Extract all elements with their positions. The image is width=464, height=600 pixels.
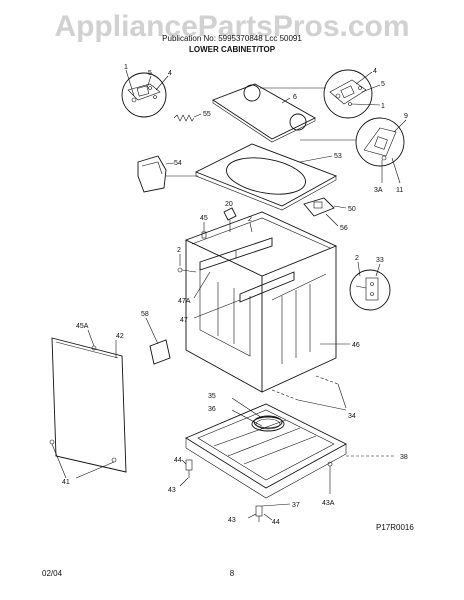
spring-part xyxy=(173,113,202,122)
callout-9: 9 xyxy=(404,113,408,120)
cabinet-body xyxy=(184,207,338,393)
figure-code: P17R0016 xyxy=(376,523,414,532)
label-58 xyxy=(145,317,171,365)
callout-45a: 45A xyxy=(76,323,89,330)
screws-41 xyxy=(49,439,117,479)
callout-4-right: 4 xyxy=(373,68,377,75)
callout-45: 45 xyxy=(200,215,208,222)
callout-50: 50 xyxy=(348,206,356,213)
callout-53: 53 xyxy=(334,153,342,160)
callout-42: 42 xyxy=(116,333,124,340)
switch-bracket xyxy=(303,197,347,227)
callout-54: 54 xyxy=(174,160,182,167)
callout-37: 37 xyxy=(292,502,300,509)
callout-55: 55 xyxy=(203,111,211,118)
top-lid-panel xyxy=(212,83,316,143)
callout-5-left: 5 xyxy=(148,70,152,77)
footer-date: 02/04 xyxy=(42,569,63,578)
callout-41: 41 xyxy=(62,479,70,486)
callout-4-left: 4 xyxy=(168,70,172,77)
watermark-text: AppliancePartsPros.com xyxy=(54,10,409,43)
screws-34 xyxy=(271,375,347,411)
page-number: 8 xyxy=(230,569,235,578)
dispenser-part xyxy=(137,155,198,193)
page-title: LOWER CABINET/TOP xyxy=(189,45,276,54)
screw-45 xyxy=(201,222,207,239)
callout-36: 36 xyxy=(208,406,216,413)
callout-47: 47 xyxy=(180,317,188,324)
callout-1-left: 1 xyxy=(124,64,128,71)
callout-44-left: 44 xyxy=(174,457,182,464)
callout-38: 38 xyxy=(400,454,408,461)
leveling-leg-right xyxy=(327,461,333,494)
screw-2-left xyxy=(177,254,197,273)
callout-3a: 3A xyxy=(374,187,383,194)
callout-20: 20 xyxy=(225,201,233,208)
callout-34: 34 xyxy=(348,413,356,420)
hinge-inset-right xyxy=(260,69,381,119)
callout-44-bottom: 44 xyxy=(272,519,280,526)
callout-5-right: 5 xyxy=(381,81,385,88)
callout-33: 33 xyxy=(376,257,384,264)
callout-2-right: 2 xyxy=(355,255,359,262)
cabinet-top-frame xyxy=(194,143,338,211)
cabinet-base xyxy=(185,403,394,499)
callout-43a: 43A xyxy=(322,500,335,507)
callout-43-bottom: 43 xyxy=(228,517,236,524)
callout-58: 58 xyxy=(141,311,149,318)
leveling-leg-bottom xyxy=(247,503,291,522)
callout-46: 46 xyxy=(352,342,360,349)
lid-switch-inset xyxy=(300,117,407,184)
front-panel xyxy=(51,329,127,473)
callout-11: 11 xyxy=(396,187,403,194)
callout-2-top: 2 xyxy=(248,216,252,223)
callout-2-left: 2 xyxy=(177,247,181,254)
faint-subheader: Publication No: 5995370848 Lcc 50091 xyxy=(162,34,302,43)
callout-1-right: 1 xyxy=(381,103,385,110)
callout-35: 35 xyxy=(208,393,216,400)
hinge-inset-left xyxy=(121,69,169,118)
callout-6: 6 xyxy=(293,94,297,101)
callout-47a: 47A xyxy=(178,298,191,305)
leveling-leg-left xyxy=(179,459,193,487)
callout-56: 56 xyxy=(340,225,348,232)
bracket-inset-right xyxy=(349,261,391,311)
callout-43-left: 43 xyxy=(168,487,176,494)
